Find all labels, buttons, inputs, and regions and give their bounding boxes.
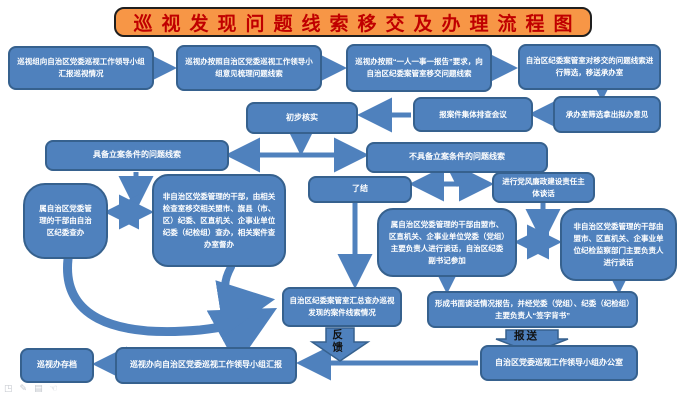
page-title: 巡视发现问题线索移交及办理流程图 — [114, 7, 592, 37]
box-leading-group-office: 自治区党委巡视工作领导小组办公室 — [480, 345, 638, 381]
box-non-region-cadre-handle: 非自治区党委管理的干部，由相关检查室移交相关盟市、旗县（市、区）纪委、区直机关、… — [152, 174, 286, 267]
box-report-to-group: 巡视办向自治区党委巡视工作领导小组汇报 — [115, 347, 297, 384]
box-qualified-clues: 具备立案条件的问题线索 — [45, 140, 229, 171]
box-screening-meeting: 报案件集体排查会议 — [413, 97, 533, 132]
viewer-icon-1: ◳ — [4, 383, 13, 393]
box-written-report: 形成书面谈话情况报告，并经党委（党组）、纪委（纪检组）主要负责人“签字背书” — [427, 291, 638, 328]
viewer-icon-4: ☜ — [49, 383, 58, 393]
box-screen-clues: 自治区纪委案管室对移交的问题线索进行筛选，移送承办室 — [518, 44, 661, 90]
submit-label: 报送 — [514, 330, 539, 342]
box-non-region-cadre-talk: 非自治区党委管理的干部由盟市、区直机关、企事业单位纪检监察部门主要负责人进行谈话 — [560, 208, 677, 281]
viewer-icon-2: ✎ — [19, 383, 28, 393]
box-preliminary-verification: 初步核实 — [246, 102, 358, 134]
connector-curve-nonregion-handle — [215, 263, 276, 336]
box-summary-office: 自治区纪委案管室汇总查办巡视发现的案件线索情况 — [282, 287, 402, 327]
viewer-toolbar-icons: ◳ ✎ ▤ ☜ — [4, 384, 58, 393]
box-draft-opinion: 承办室筛选拿出拟办意见 — [553, 96, 661, 133]
viewer-icon-3: ▤ — [34, 383, 43, 393]
box-region-cadre-talk: 属自治区党委管理的干部由盟市、区直机关、企事业单位党委（党组）主要负责人进行谈话… — [377, 208, 517, 277]
box-sort-clues: 巡视办按照自治区党委巡视工作领导小组意见梳理问题线索 — [176, 45, 322, 91]
box-region-cadre-handle: 属自治区党委管理的干部由自治区纪委查办 — [23, 183, 108, 259]
feedback-label: 反馈 — [331, 329, 344, 354]
feedback-block-arrow — [309, 327, 371, 362]
box-unqualified-clues: 不具备立案条件的问题线索 — [366, 142, 548, 173]
box-transfer-clues: 巡视办按照“一人一事一报告”要求，向自治区纪委案管室移交问题线索 — [346, 44, 492, 92]
box-close-case: 了结 — [308, 176, 412, 203]
box-integrity-talk: 进行党风廉政建设责任主体谈话 — [492, 172, 595, 203]
connector-curve-region-handle — [63, 254, 278, 366]
box-archive: 巡视办存档 — [20, 348, 94, 383]
box-report-inspection: 巡视组向自治区党委巡视工作领导小组汇报巡视情况 — [8, 46, 154, 90]
